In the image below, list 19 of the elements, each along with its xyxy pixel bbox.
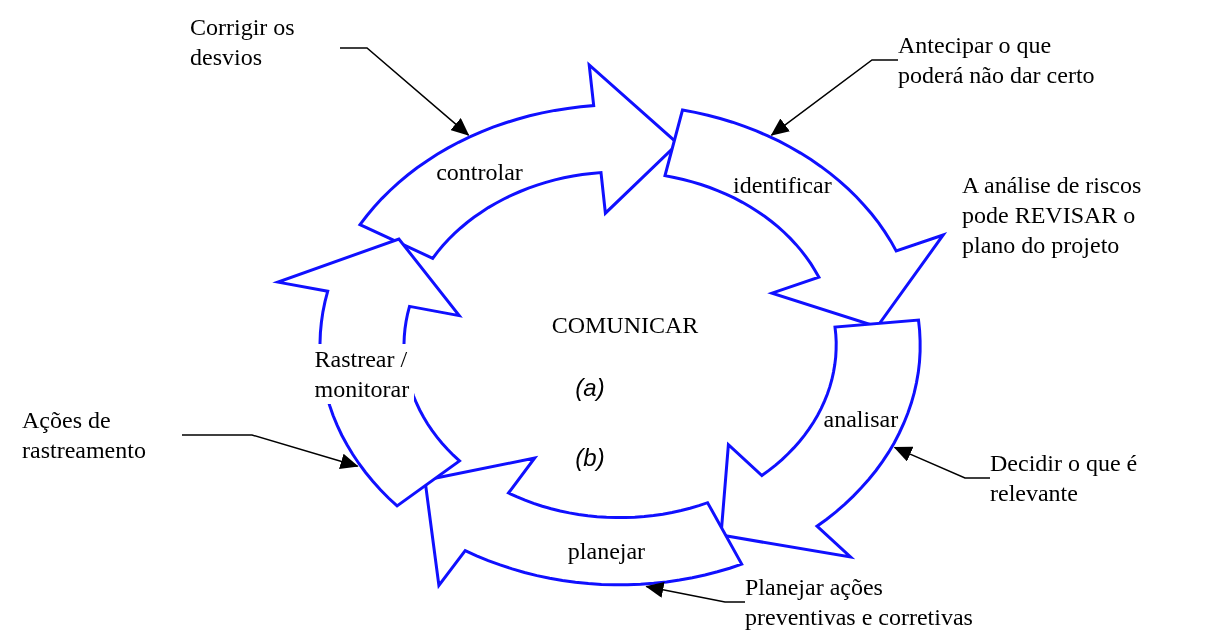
callout-text: Ações de rastreamento	[22, 405, 182, 465]
leader-line	[770, 59, 899, 136]
step-label: controlar	[435, 157, 524, 187]
callout-text: Planejar ações preventivas e corretivas	[745, 572, 995, 632]
leader-line	[645, 581, 746, 603]
leader-line	[893, 446, 991, 479]
step-label: identificar	[732, 170, 833, 200]
leader-line	[181, 434, 359, 470]
step-label: Rastrear / monitorar	[314, 343, 415, 404]
step-label: planejar	[566, 537, 647, 567]
panel-marker: (a)	[575, 373, 605, 403]
callout-text: Corrigir os desvios	[190, 12, 340, 72]
callout-text: Antecipar o que poderá não dar certo	[898, 30, 1110, 90]
callout-text: Decidir o que é relevante	[990, 448, 1170, 508]
panel-marker: (b)	[575, 443, 605, 473]
note-text: A análise de riscos pode REVISAR o plano do projeto	[962, 171, 1143, 260]
step-label: analisar	[822, 404, 900, 434]
leader-line	[339, 47, 470, 136]
note-text: COMUNICAR	[551, 311, 699, 340]
